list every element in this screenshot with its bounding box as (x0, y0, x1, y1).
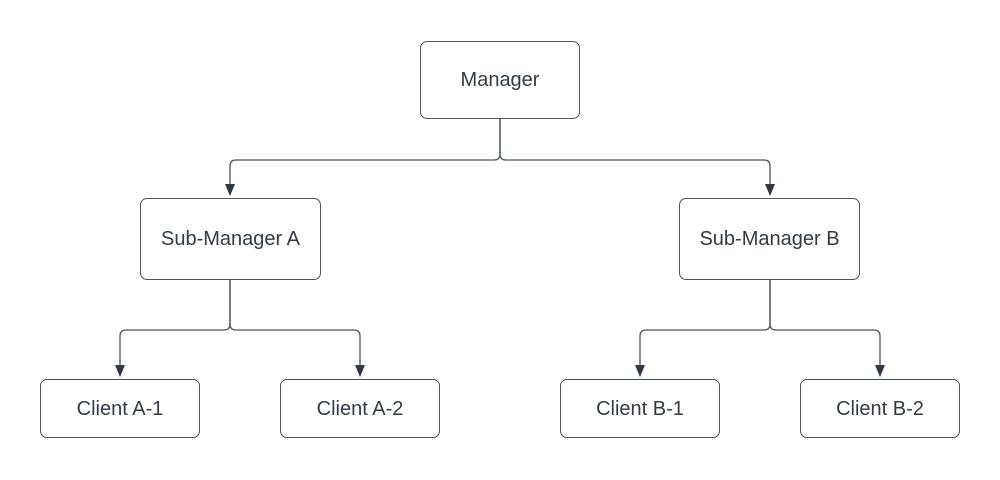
node-client-b-2: Client B-2 (800, 379, 960, 438)
node-client-a-2: Client A-2 (280, 379, 440, 438)
node-client-b-1-label: Client B-1 (596, 397, 684, 420)
node-manager-label: Manager (460, 69, 540, 91)
edge-sub-manager-b-to-client-b-2 (769, 280, 885, 377)
node-sub-manager-b: Sub-Manager B (679, 198, 860, 280)
node-client-a-1: Client A-1 (40, 379, 200, 438)
node-sub-manager-b-label: Sub-Manager B (699, 228, 840, 250)
node-sub-manager-a: Sub-Manager A (140, 198, 321, 280)
node-client-b-1: Client B-1 (560, 379, 720, 438)
edge-sub-manager-a-to-client-a-2 (229, 280, 365, 377)
node-sub-manager-a-label: Sub-Manager A (161, 228, 300, 250)
edge-sub-manager-b-to-client-b-1 (635, 280, 771, 377)
node-client-a-2-label: Client A-2 (316, 397, 404, 420)
node-manager: Manager (420, 41, 580, 119)
node-client-b-2-label: Client B-2 (836, 397, 924, 420)
edge-sub-manager-a-to-client-a-1 (115, 280, 231, 377)
edge-manager-to-sub-manager-b (499, 119, 775, 196)
edge-manager-to-sub-manager-a (225, 119, 501, 196)
node-client-a-1-label: Client A-1 (76, 397, 164, 420)
